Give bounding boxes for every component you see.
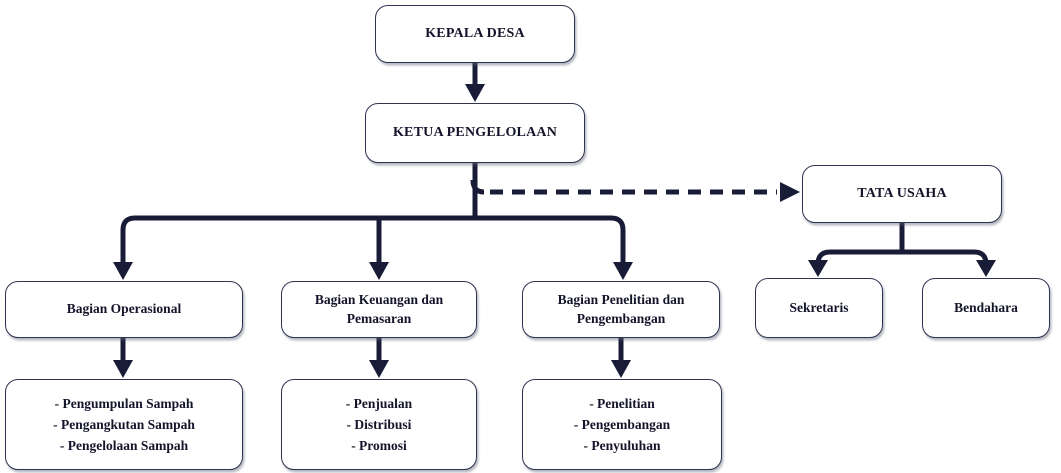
node-kepala-desa: KEPALA DESA: [375, 5, 575, 63]
node-tugas-penelitian: - Penelitian - Pengembangan - Penyuluhan: [522, 379, 722, 470]
node-bagian-operasional-label: Bagian Operasional: [66, 301, 182, 317]
arrowhead-tugas-penelitian: [611, 360, 631, 378]
node-bagian-penelitian-label: Bagian Penelitian dan Pengembangan: [557, 292, 685, 326]
node-sekretaris: Sekretaris: [755, 278, 883, 338]
tugas-penelitian-item: - Penelitian: [589, 396, 655, 411]
node-tugas-operasional: - Pengumpulan Sampah - Pengangkutan Samp…: [5, 379, 243, 470]
node-bendahara-label: Bendahara: [954, 299, 1018, 315]
arrowhead-sekretaris: [808, 260, 828, 277]
node-ketua-pengelolaan-label: KETUA PENGELOLAAN: [392, 124, 558, 140]
connector-ketua-branches: [120, 215, 626, 264]
tugas-operasional-item: - Pengumpulan Sampah: [54, 396, 194, 411]
tugas-penelitian-item: - Pengembangan: [573, 417, 671, 432]
node-sekretaris-label: Sekretaris: [789, 299, 849, 315]
tugas-keuangan-item: - Promosi: [351, 438, 407, 453]
node-bagian-keuangan: Bagian Keuangan dan Pemasaran: [281, 281, 477, 338]
node-tata-usaha-label: TATA USAHA: [857, 185, 947, 201]
arrowhead-bendahara: [976, 260, 996, 277]
node-tugas-keuangan: - Penjualan - Distribusi - Promosi: [281, 379, 477, 470]
tugas-keuangan-item: - Distribusi: [346, 417, 412, 432]
tugas-penelitian-item: - Penyuluhan: [583, 438, 661, 453]
arrowhead-tata-usaha: [780, 182, 800, 202]
arrowhead-kepala-ketua: [465, 84, 485, 102]
node-bendahara: Bendahara: [922, 278, 1050, 338]
node-tata-usaha: TATA USAHA: [802, 165, 1002, 223]
node-kepala-desa-label: KEPALA DESA: [425, 25, 525, 41]
node-ketua-pengelolaan: KETUA PENGELOLAAN: [365, 103, 585, 163]
tugas-operasional-item: - Pengangkutan Sampah: [53, 417, 195, 432]
node-bagian-keuangan-label: Bagian Keuangan dan Pemasaran: [314, 292, 444, 326]
arrowhead-tugas-operasional: [113, 360, 133, 378]
arrowhead-bagian-keuangan: [369, 262, 389, 280]
connector-dashed-elbow: [470, 179, 485, 195]
node-bagian-operasional: Bagian Operasional: [5, 281, 243, 338]
connector-tata-branches: [815, 249, 989, 270]
tugas-operasional-item: - Pengelolaan Sampah: [59, 438, 189, 453]
arrowhead-bagian-penelitian: [613, 262, 633, 280]
tugas-keuangan-item: - Penjualan: [345, 396, 413, 411]
arrowhead-bagian-operasional: [113, 262, 133, 280]
arrowhead-tugas-keuangan: [369, 360, 389, 378]
node-bagian-penelitian: Bagian Penelitian dan Pengembangan: [522, 281, 720, 338]
